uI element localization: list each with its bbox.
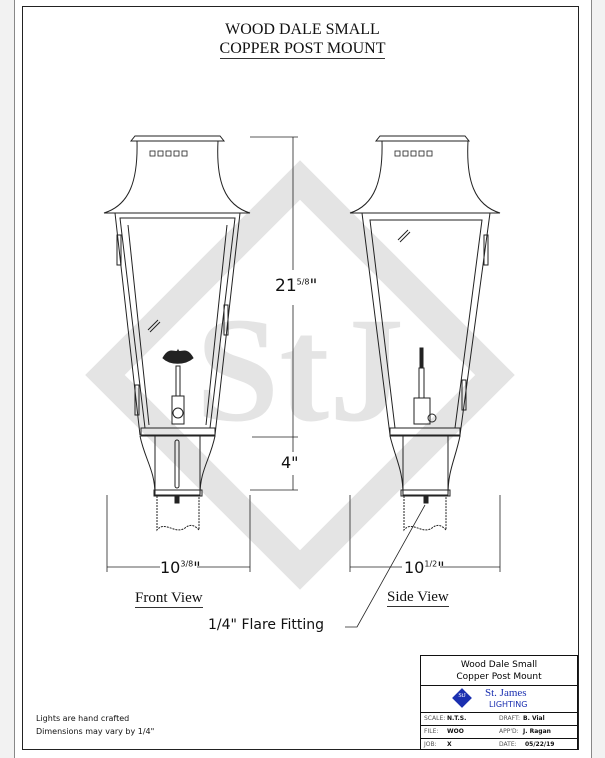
company-name: St. James [485, 687, 527, 699]
logo-text: StJ [458, 693, 466, 699]
watermark-logo: StJ [85, 160, 515, 590]
appd-label: APP'D: [499, 728, 519, 735]
title-block-title-1: Wood Dale Small [460, 660, 538, 670]
file-label: FILE: [424, 728, 439, 735]
front-view-lamp [103, 135, 251, 532]
job-value: X [447, 741, 452, 748]
note: Dimensions may vary by 1/4" [36, 727, 155, 736]
file-value: WOO [447, 728, 464, 735]
svg-text:StJ: StJ [196, 287, 404, 453]
scale-value: N.T.S. [447, 715, 467, 722]
draft-value: B. Vial [523, 715, 545, 722]
front-width-label: 103/8" [160, 558, 201, 577]
note: Lights are hand crafted [36, 714, 130, 723]
side-view-label: Side View [387, 589, 449, 607]
title-block: Wood Dale Small Copper Post Mount StJ St… [420, 655, 578, 750]
side-view-lamp [349, 135, 501, 532]
height-dimension-label: 215/8" [275, 276, 318, 296]
title-block-title-2: Copper Post Mount [456, 672, 542, 682]
dimension-lines [106, 136, 501, 628]
drawing-border [22, 6, 579, 750]
notes: Lights are hand crafted Dimensions may v… [36, 712, 154, 738]
draft-label: DRAFT: [499, 715, 521, 722]
base-dimension-label: 4" [281, 453, 299, 472]
side-width-label: 101/2" [404, 558, 445, 577]
scale-label: SCALE: [424, 715, 446, 722]
title-line-1: WOOD DALE SMALL [225, 21, 380, 38]
date-label: DATE: [499, 741, 517, 748]
title-line-2: COPPER POST MOUNT [219, 40, 386, 59]
job-label: JOB: [424, 741, 437, 748]
appd-value: J. Ragan [523, 728, 551, 735]
drawing-title: WOOD DALE SMALL COPPER POST MOUNT [0, 20, 605, 59]
flare-fitting-callout: 1/4" Flare Fitting [208, 617, 325, 633]
front-view-label: Front View [135, 590, 203, 608]
company-sub: LIGHTING [489, 700, 528, 709]
date-value: 05/22/19 [525, 741, 555, 748]
